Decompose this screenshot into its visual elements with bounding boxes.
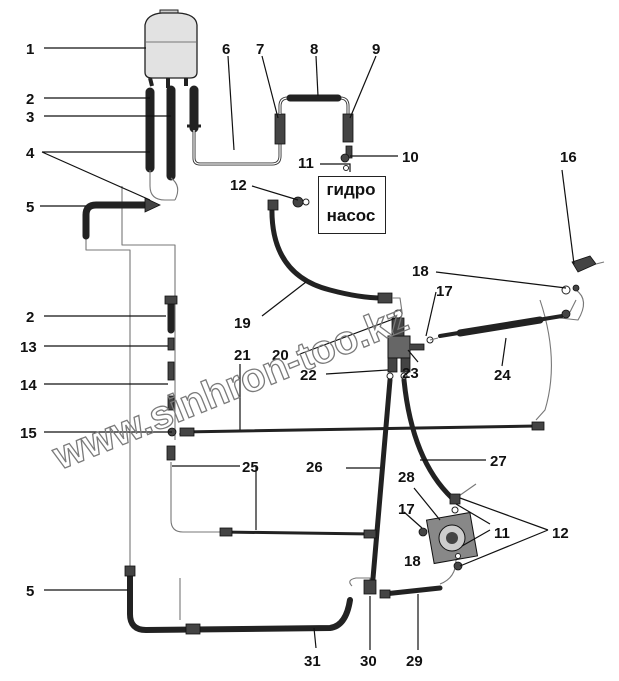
hose-7-8-9 xyxy=(274,94,354,159)
callout-15: 15 xyxy=(20,425,37,442)
hoses-bottom xyxy=(124,565,443,635)
hoses-26-27 xyxy=(369,372,461,593)
pump-label-box xyxy=(318,176,386,234)
callout-28: 28 xyxy=(398,469,415,486)
distributor-valve xyxy=(387,309,434,373)
callout-numbers: 1 2 3 4 5 6 7 8 9 10 11 12 16 18 17 19 2… xyxy=(20,41,577,670)
callout-13: 13 xyxy=(20,339,37,356)
callout-2-mid: 2 xyxy=(26,309,34,326)
callout-18-bottom: 18 xyxy=(404,553,421,570)
callout-2-top: 2 xyxy=(26,91,34,108)
callout-16: 16 xyxy=(560,149,577,166)
callout-1: 1 xyxy=(26,41,34,58)
callout-12-bottom: 12 xyxy=(552,525,569,542)
callout-27: 27 xyxy=(490,453,507,470)
callout-6: 6 xyxy=(222,41,230,58)
callout-8: 8 xyxy=(310,41,318,58)
callout-18-top: 18 xyxy=(412,263,429,280)
callout-4: 4 xyxy=(26,145,35,162)
callout-11-bottom: 11 xyxy=(494,525,510,542)
callout-31: 31 xyxy=(304,653,321,670)
hose-5-upper xyxy=(82,197,161,240)
callout-26: 26 xyxy=(306,459,323,476)
callout-5-bottom: 5 xyxy=(26,583,34,600)
callout-22: 22 xyxy=(300,367,317,384)
callout-30: 30 xyxy=(360,653,377,670)
callout-23: 23 xyxy=(402,365,419,382)
reservoir-hoses xyxy=(145,85,201,181)
callout-20: 20 xyxy=(272,347,289,364)
pump-label-line2: насос xyxy=(326,206,376,225)
leader-lines xyxy=(40,47,575,650)
hose-24 xyxy=(429,255,605,341)
callout-24: 24 xyxy=(494,367,511,384)
callout-7: 7 xyxy=(256,41,264,58)
callout-11-top: 11 xyxy=(298,155,314,172)
reservoir-tank xyxy=(144,9,198,88)
callout-10: 10 xyxy=(402,149,419,166)
callout-5-top: 5 xyxy=(26,199,34,216)
steering-motor xyxy=(418,506,479,571)
callout-19: 19 xyxy=(234,315,251,332)
callout-9: 9 xyxy=(372,41,380,58)
callout-21: 21 xyxy=(234,347,251,364)
callout-12-top: 12 xyxy=(230,177,247,194)
callout-25: 25 xyxy=(242,459,259,476)
pipe-6 xyxy=(192,130,282,166)
pump-label-line1: гидро xyxy=(326,180,376,199)
callout-14: 14 xyxy=(20,377,37,394)
watermark-text: www.sinhron-too.kz xyxy=(46,296,414,479)
fittings-13-14 xyxy=(164,295,178,461)
callout-3: 3 xyxy=(26,109,34,126)
hose-21 xyxy=(167,421,545,437)
callout-17-bottom: 17 xyxy=(398,501,415,518)
hose-25 xyxy=(219,527,377,539)
callout-29: 29 xyxy=(406,653,423,670)
callout-17-top: 17 xyxy=(436,283,453,300)
